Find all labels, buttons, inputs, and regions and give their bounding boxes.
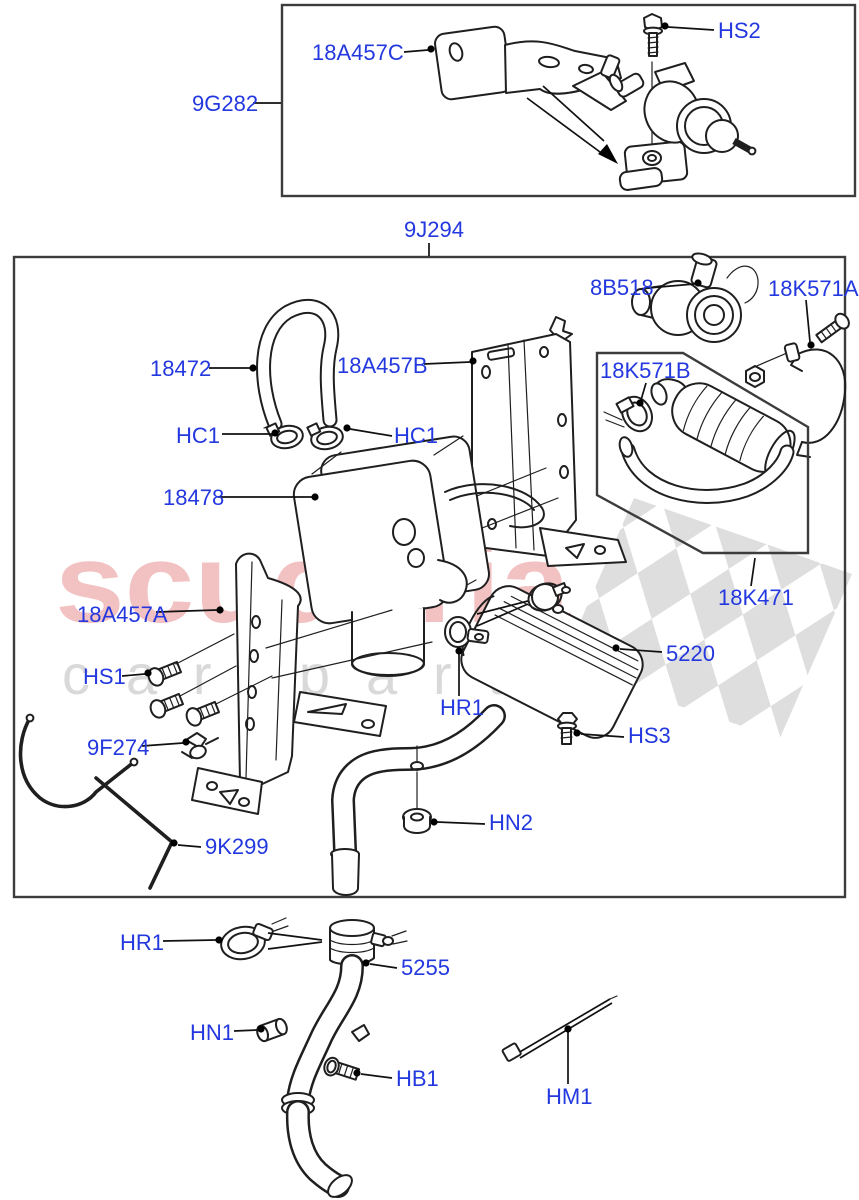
leader-lines [121,22,815,1084]
part-label-hs2[interactable]: HS2 [718,18,761,43]
part-label-9g282[interactable]: 9G282 [192,91,258,116]
heater-unit-18478-drawing [292,435,545,677]
clamp-hc1-left-drawing [263,422,304,450]
bolt-hs3-drawing [557,712,578,745]
part-label-hn1[interactable]: HN1 [190,1020,234,1045]
fuel-pump-drawing [608,61,757,191]
filler-pipe-5255-drawing [281,919,408,1198]
bolt-hb1-drawing [323,1056,361,1081]
nut-hn2-drawing [402,808,432,834]
bracket-18a457c-drawing [434,25,627,111]
part-label-18a457b[interactable]: 18A457B [337,353,428,378]
muffler-5220-drawing [460,582,644,739]
part-label-hr1-main[interactable]: HR1 [440,695,484,720]
part-label-hn2[interactable]: HN2 [489,810,533,835]
part-label-hc1-left[interactable]: HC1 [176,423,220,448]
part-label-9k299[interactable]: 9K299 [205,834,269,859]
bolt-hs2-drawing [643,13,663,57]
exhaust-pipe-drawing [330,704,506,896]
part-labels: 18A457C HS2 9G282 9J294 8B518 18K571A 18… [77,18,859,1109]
insulated-hose-18k471-drawing [618,378,796,504]
part-label-18k571b[interactable]: 18K571B [600,358,691,383]
clamp-hr1-main-drawing [444,616,490,648]
part-label-18472[interactable]: 18472 [150,356,211,381]
part-label-18a457a[interactable]: 18A457A [77,602,168,627]
part-label-hs1[interactable]: HS1 [83,664,126,689]
grommet-9f274-drawing [181,732,219,760]
cable-tie-hm1-drawing [501,995,618,1062]
part-label-hc1-center[interactable]: HC1 [394,423,438,448]
part-label-9j294[interactable]: 9J294 [404,217,464,242]
part-label-hr1-bottom[interactable]: HR1 [120,930,164,955]
part-label-18k471[interactable]: 18K471 [718,585,794,610]
heater-foot-plate-drawing [293,691,387,737]
part-label-8b518[interactable]: 8B518 [590,275,654,300]
pointer-arrow [526,85,618,164]
clamp-18k571b-drawing [603,395,653,433]
clamp-hr1-bottom-drawing [220,917,323,961]
part-label-hm1[interactable]: HM1 [546,1084,592,1109]
inner-hose-kit-box [595,351,810,555]
part-label-5220[interactable]: 5220 [666,641,715,666]
hose-18472-drawing [256,299,340,432]
clamp-hc1-right-drawing [306,422,344,451]
strap-clamp-18k571a-drawing [783,312,850,458]
part-label-18k571a[interactable]: 18K571A [768,276,859,301]
bolts-hs1-drawing [147,609,433,727]
nut-hn1-drawing [256,1017,288,1043]
part-label-hs3[interactable]: HS3 [628,723,671,748]
bracket-18a457a-drawing [191,552,302,815]
part-label-5255[interactable]: 5255 [401,955,450,980]
main-assembly-box [12,255,847,899]
part-label-9f274[interactable]: 9F274 [87,735,149,760]
part-label-18a457c[interactable]: 18A457C [312,40,404,65]
part-label-hb1[interactable]: HB1 [396,1066,439,1091]
part-label-18478[interactable]: 18478 [163,485,224,510]
top-assembly-box [280,3,857,198]
water-pump-8b518-drawing [631,252,795,388]
